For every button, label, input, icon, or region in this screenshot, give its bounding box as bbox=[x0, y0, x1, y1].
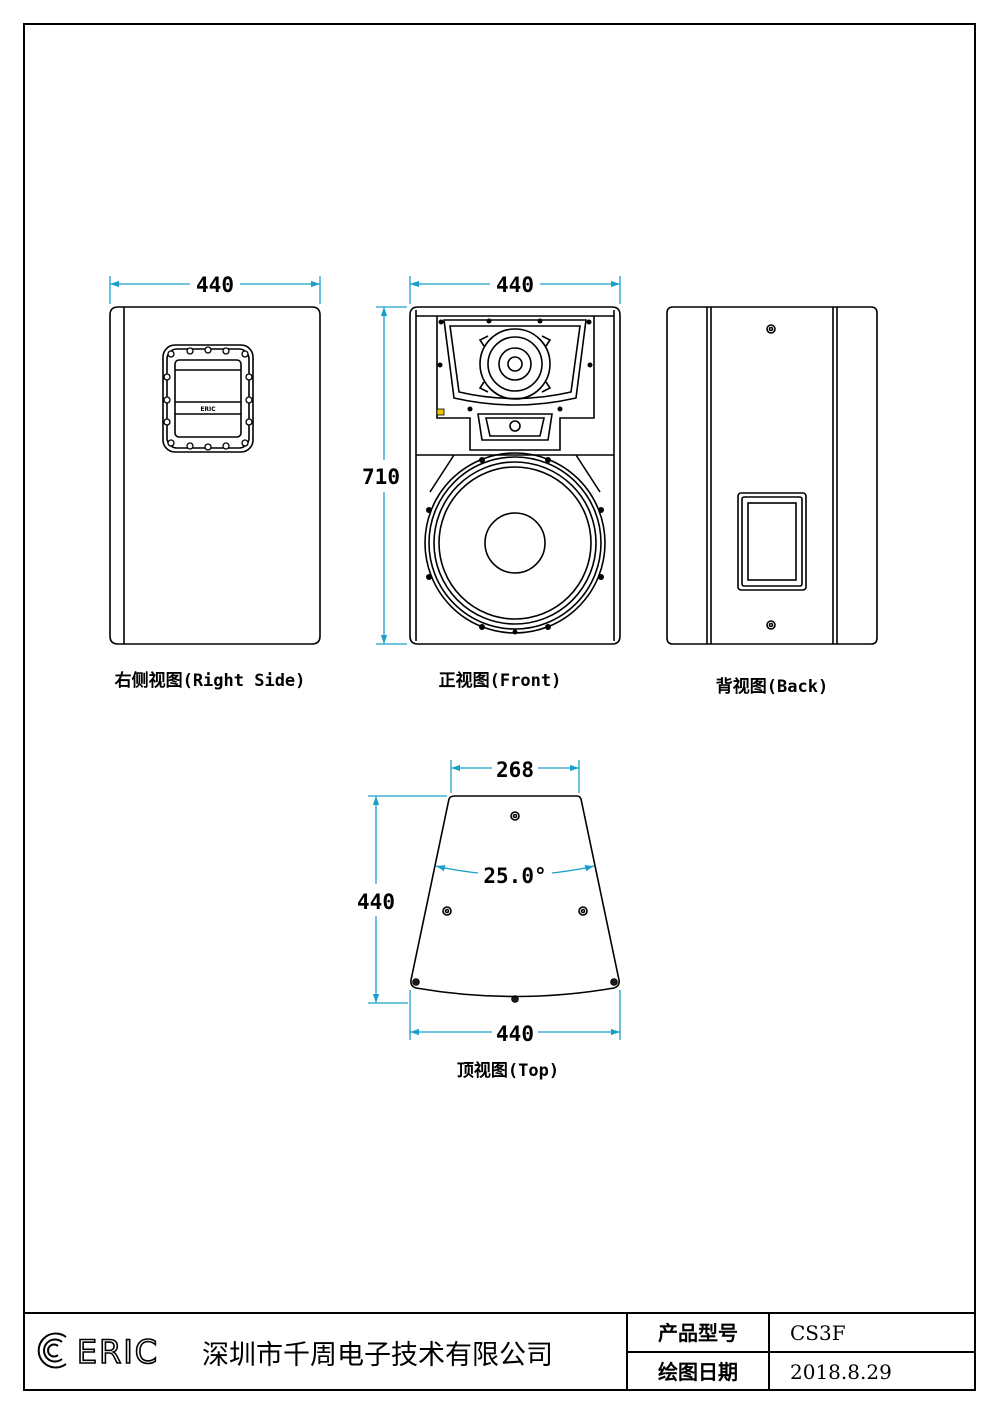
top-depth-label: 440 bbox=[357, 890, 395, 914]
company-name: 深圳市千周电子技术有限公司 bbox=[202, 1340, 553, 1371]
date-value: 2018.8.29 bbox=[790, 1360, 892, 1384]
title-block bbox=[24, 1312, 975, 1390]
back-caption: 背视图(Back) bbox=[716, 676, 828, 697]
front-width-label: 440 bbox=[496, 273, 534, 297]
right-side-width-dimension bbox=[109, 276, 321, 304]
front-height-label: 710 bbox=[362, 465, 400, 489]
top-top-width-dimension bbox=[450, 760, 580, 793]
side-handle bbox=[162, 344, 254, 453]
top-bottom-width-dimension bbox=[409, 990, 621, 1040]
top-top-width-label: 268 bbox=[496, 758, 534, 782]
right-side-width-label: 440 bbox=[196, 273, 234, 297]
company-logo bbox=[37, 1332, 67, 1369]
date-label: 绘图日期 bbox=[658, 1360, 738, 1384]
top-angle-dimension bbox=[435, 865, 595, 874]
front-view bbox=[409, 306, 621, 645]
top-caption: 顶视图(Top) bbox=[457, 1060, 559, 1081]
right-side-view bbox=[109, 306, 321, 645]
drawing-frame bbox=[23, 23, 976, 1391]
front-screws bbox=[426, 318, 604, 635]
back-view bbox=[666, 306, 878, 645]
model-label: 产品型号 bbox=[658, 1321, 738, 1345]
front-caption: 正视图(Front) bbox=[439, 670, 562, 691]
front-badge bbox=[436, 408, 445, 416]
logo-wordmark: ERIC bbox=[77, 1333, 159, 1371]
right-side-caption: 右侧视图(Right Side) bbox=[115, 670, 306, 691]
top-angle-label: 25.0° bbox=[483, 864, 546, 888]
top-view bbox=[410, 795, 620, 1003]
front-height-dimension bbox=[376, 306, 407, 645]
front-width-dimension bbox=[409, 276, 621, 304]
top-bottom-width-label: 440 bbox=[496, 1022, 534, 1046]
top-depth-dimension bbox=[368, 795, 447, 1004]
side-badge: ERIC bbox=[200, 406, 216, 413]
model-value: CS3F bbox=[790, 1321, 846, 1345]
